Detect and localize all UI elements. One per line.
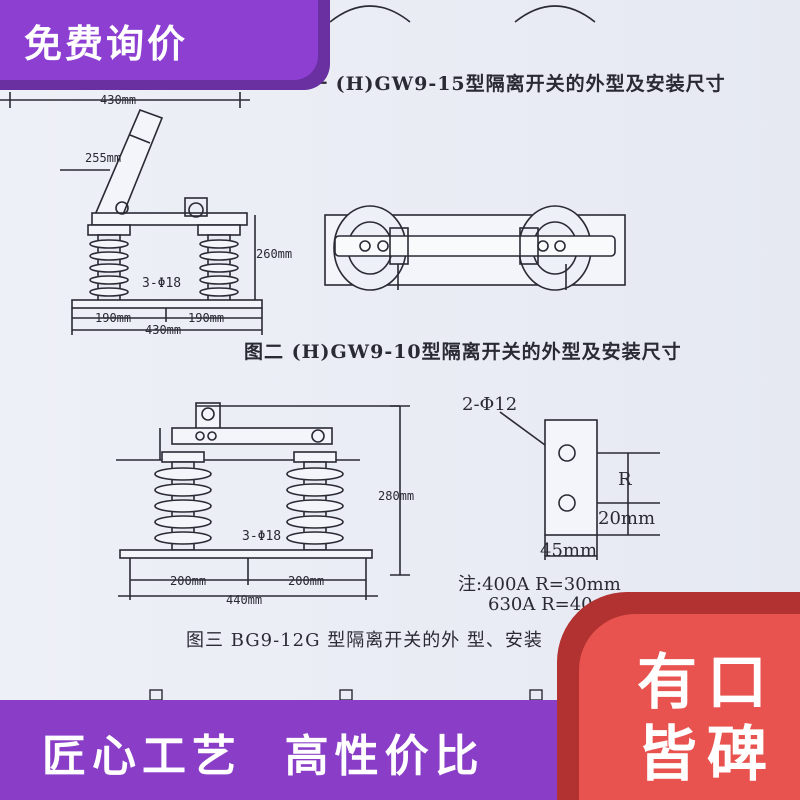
- figure3-drawing: [116, 402, 410, 600]
- figure3-dim-right: 200mm: [288, 574, 324, 588]
- figure2-dim-height: 260mm: [256, 247, 292, 261]
- detail-holes: 2-Φ12: [462, 394, 517, 415]
- figure2-dim-left: 190mm: [95, 311, 131, 325]
- detail-r-label: R: [618, 469, 632, 490]
- figure2-drawing: [60, 108, 263, 335]
- figure2-caption: 图二 (H)GW9-10型隔离开关的外型及安装尺寸: [244, 340, 682, 363]
- detail-dim-45: 45mm: [540, 540, 597, 561]
- figure2-dim-total: 430mm: [145, 323, 181, 337]
- figure2-dim-blade: 255mm: [85, 151, 121, 165]
- figure3-dim-total: 440mm: [226, 593, 262, 607]
- inquiry-badge-label: 免费询价: [24, 21, 189, 66]
- inquiry-badge[interactable]: 免费询价: [0, 0, 330, 90]
- figure1-caption: 一 (H)GW9-15型隔离开关的外型及安装尺寸: [308, 72, 726, 95]
- detail-note-line1: 注:400A R=30mm: [458, 574, 621, 595]
- reputation-badge: 有口 皆碑: [557, 592, 800, 800]
- reputation-line2: 皆碑: [637, 720, 777, 790]
- figure2-top-view: [324, 205, 626, 291]
- reputation-line1: 有口: [637, 648, 777, 718]
- figure3-holes: 3-Φ18: [242, 529, 281, 544]
- figure3-caption: 图三 BG9-12G 型隔离开关的外 型、安装: [186, 630, 543, 651]
- bottom-slogan: 匠心工艺 高性价比: [42, 731, 485, 782]
- figure2-dim-right: 190mm: [188, 311, 224, 325]
- figure3-dim-height: 280mm: [378, 489, 414, 503]
- figure1-dim-top: 430mm: [100, 93, 136, 107]
- detail-dim-20: 20mm: [598, 508, 655, 529]
- detail-note-line2: 630A R=40: [488, 594, 593, 615]
- figure2-holes: 3-Φ18: [142, 276, 181, 291]
- detail-drawing: [499, 411, 660, 560]
- figure1-drawing: [0, 5, 596, 108]
- figure3-dim-left: 200mm: [170, 574, 206, 588]
